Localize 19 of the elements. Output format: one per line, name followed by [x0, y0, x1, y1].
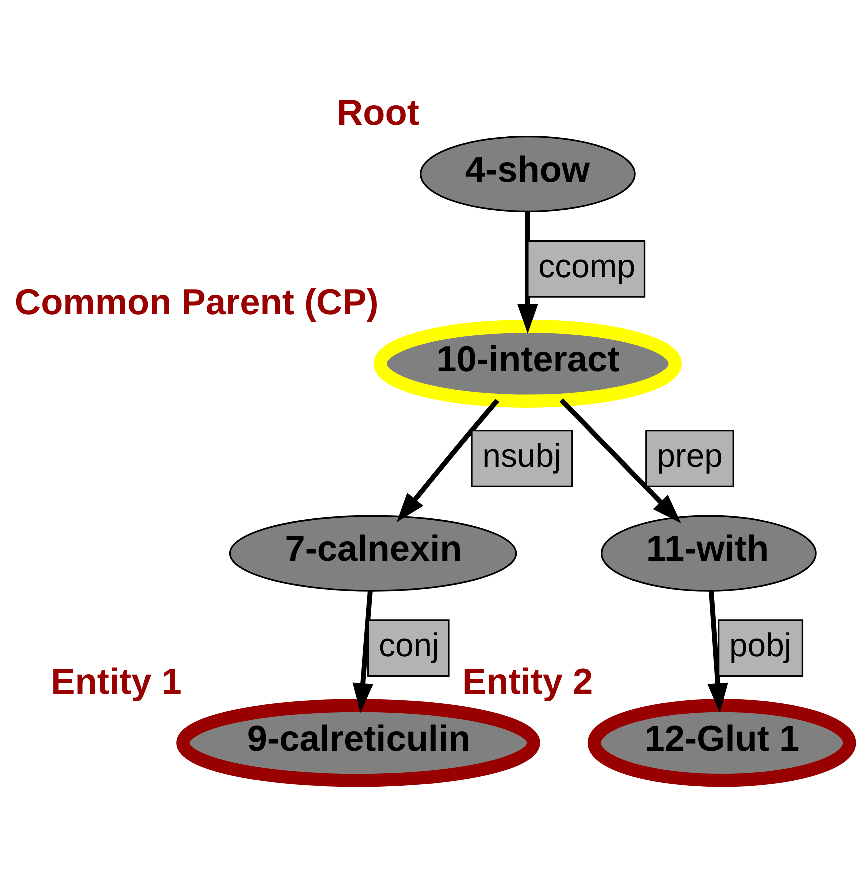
node-ellipse: 10-interact [374, 319, 682, 408]
arrow [560, 398, 682, 523]
edge-label: conj [379, 626, 440, 664]
node-label: Entity 1 [51, 660, 182, 702]
edge-label: ccomp [538, 246, 636, 284]
node-label: Entity 2 [462, 660, 594, 702]
node-label: Root [337, 91, 420, 132]
node-ellipse: 4-show [420, 136, 636, 212]
node-ellipse: 12-Glut 1 [588, 698, 856, 786]
node-ellipse: 9-calreticulin [176, 698, 540, 786]
arrow [518, 211, 538, 334]
node-ellipse: 11-with [600, 514, 817, 592]
arrow [396, 398, 500, 522]
arrow [708, 590, 728, 713]
edge-label: prep [657, 436, 723, 474]
node-ellipse: 7-calnexin [229, 514, 518, 592]
edge-label: nsubj [482, 436, 562, 474]
arrow [352, 590, 374, 713]
edge-label: pobj [729, 626, 792, 664]
